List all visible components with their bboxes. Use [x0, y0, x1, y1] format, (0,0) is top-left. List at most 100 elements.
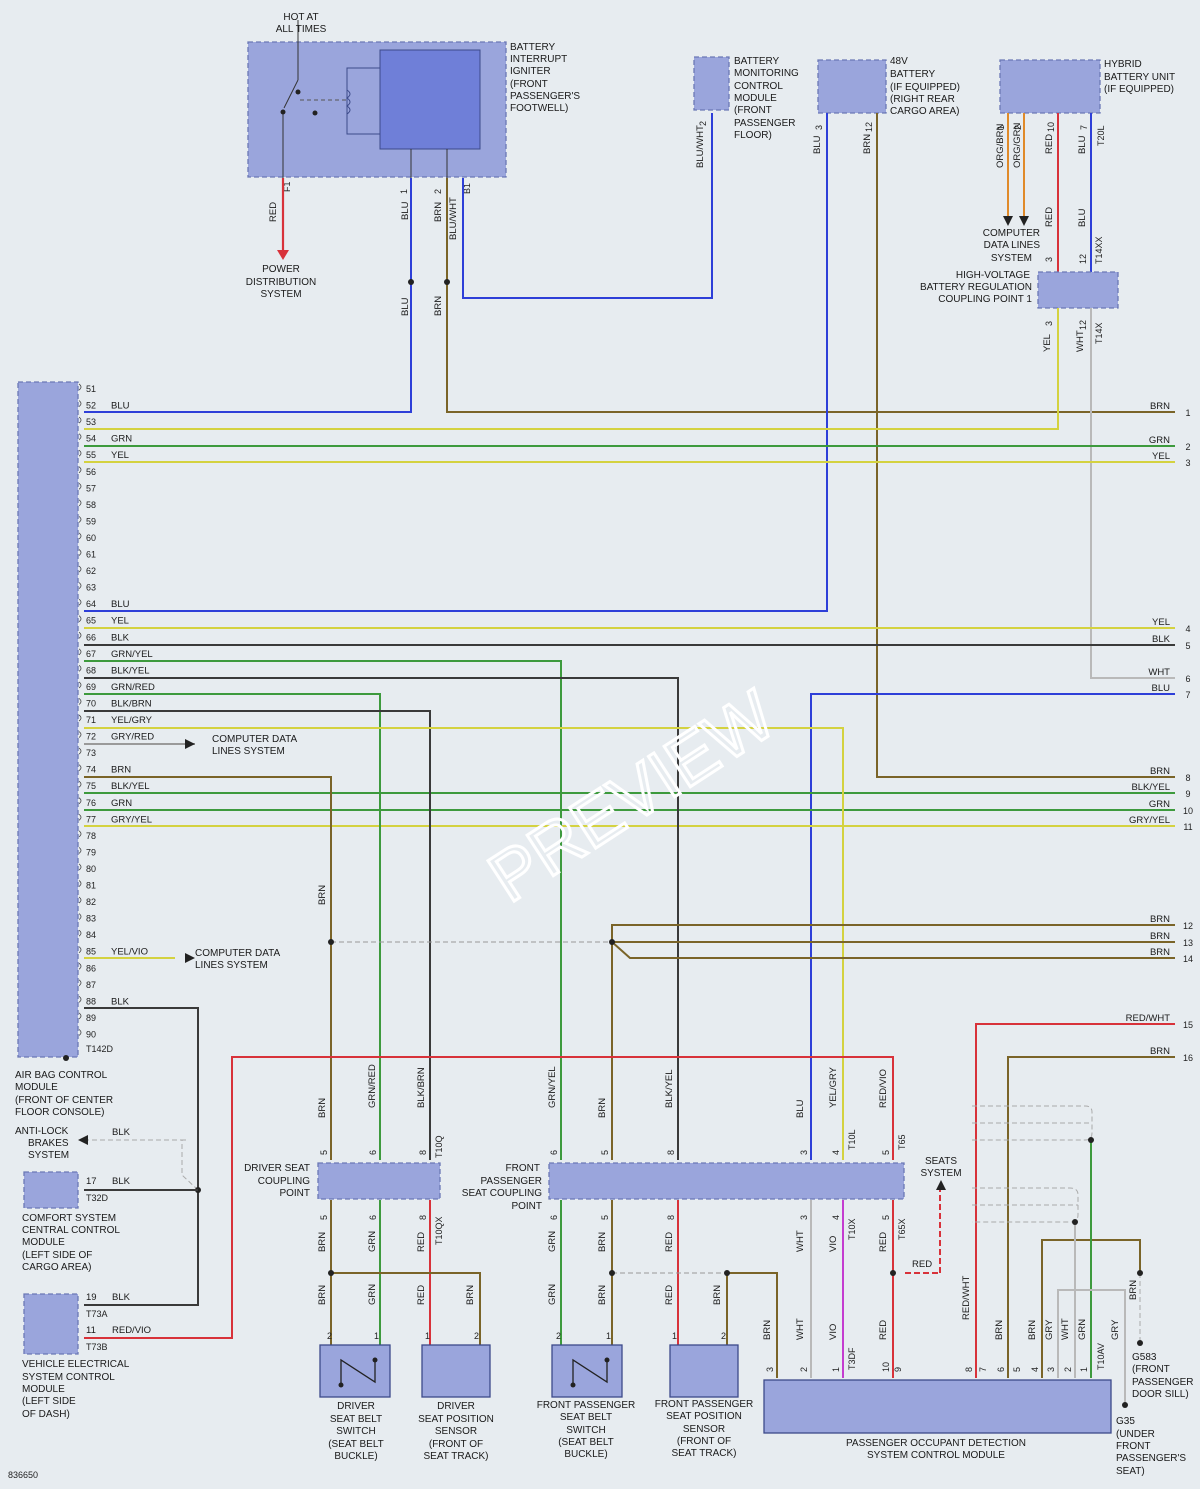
conn-t65x: T65X	[897, 1218, 907, 1240]
airbag-pin-76: 76	[86, 798, 96, 808]
wire-label: BLK/YEL	[664, 1069, 675, 1108]
airbag-wire-52: BLU	[111, 401, 130, 412]
airbag-wire-72: GRY/RED	[111, 732, 154, 743]
right-wire-label-8: BRN	[1150, 766, 1170, 777]
fp-seat-belt-switch	[551, 1344, 623, 1398]
conn-t14xx: T14XX	[1094, 236, 1104, 264]
right-edge-number-13: 13	[1183, 938, 1193, 948]
arrow-right-icon	[185, 953, 195, 963]
passenger-occupant-detection-module	[763, 1379, 1112, 1434]
airbag-pin-87: 87	[86, 980, 96, 990]
arrow-down-icon	[1019, 216, 1029, 226]
wire-label: BRN	[597, 1285, 608, 1305]
airbag-wire-70: BLK/BRN	[111, 698, 152, 709]
wire-label: BRN	[317, 1098, 328, 1118]
right-edge-number-3: 3	[1185, 458, 1190, 468]
inline-wire-label: RED	[912, 1259, 932, 1270]
svg-text:5: 5	[881, 1215, 891, 1220]
svg-text:6: 6	[368, 1215, 378, 1220]
conn-t10l: T10L	[847, 1129, 857, 1150]
right-wire-label-10: GRN	[1149, 799, 1170, 810]
wire-runs	[84, 113, 1175, 1405]
right-wire-label-15: RED/WHT	[1126, 1013, 1171, 1024]
wire-label: GRN	[1077, 1319, 1088, 1340]
right-edge-number-6: 6	[1185, 674, 1190, 684]
arrow-left-icon	[78, 1135, 88, 1145]
airbag-pin-56: 56	[86, 467, 96, 477]
svg-text:2: 2	[327, 1331, 332, 1341]
right-edge-number-2: 2	[1185, 442, 1190, 452]
wire-label: RED	[878, 1232, 889, 1252]
airbag-pin-88: 88	[86, 996, 96, 1006]
driver-seat-position-sensor	[421, 1344, 491, 1398]
svg-text:4: 4	[1030, 1367, 1040, 1372]
wire-label: VIO	[828, 1236, 839, 1252]
svg-text:1: 1	[831, 1367, 841, 1372]
svg-text:5: 5	[600, 1150, 610, 1155]
airbag-pin-69: 69	[86, 682, 96, 692]
svg-text:6: 6	[368, 1150, 378, 1155]
wire-label: BLU	[1077, 208, 1088, 227]
conn-b1: B1	[462, 183, 472, 194]
splice-points	[195, 279, 1143, 1408]
svg-text:4: 4	[831, 1150, 841, 1155]
svg-text:10: 10	[1046, 122, 1056, 132]
svg-text:9: 9	[893, 1367, 903, 1372]
airbag-pin-85: 85	[86, 947, 96, 957]
airbag-pin-65: 65	[86, 616, 96, 626]
airbag-pin-70: 70	[86, 698, 96, 708]
wire-label: BRN	[465, 1285, 476, 1305]
wire-label: GRY	[1044, 1319, 1055, 1340]
wire-label: YEL	[1042, 334, 1053, 352]
conn-t32d: T32D	[86, 1193, 109, 1203]
airbag-pin-61: 61	[86, 550, 96, 560]
svg-text:8: 8	[418, 1215, 428, 1220]
wire-label: BLU	[812, 135, 823, 154]
vehicle-electrical-module	[23, 1293, 79, 1355]
conn-t73a: T73A	[86, 1309, 108, 1319]
right-wire-label-2: GRN	[1149, 435, 1170, 446]
right-edge-number-8: 8	[1185, 773, 1190, 783]
wire-label: ORG/BRN	[995, 124, 1006, 168]
svg-text:1: 1	[425, 1331, 430, 1341]
conn-t20l: T20L	[1096, 125, 1106, 146]
wire-label: WHT	[795, 1230, 806, 1252]
right-edge-labels: BRN1GRN2YEL3YEL4BLK5WHT6BLU7BRN8BLK/YEL9…	[1126, 401, 1193, 1063]
svg-text:8: 8	[666, 1215, 676, 1220]
right-edge-number-10: 10	[1183, 806, 1193, 816]
wire-label: BLK/BRN	[416, 1067, 427, 1108]
airbag-pin-84: 84	[86, 930, 96, 940]
wire-label: VIO	[828, 1324, 839, 1340]
wire-label: RED	[1044, 134, 1055, 154]
conn-t10q: T10Q	[434, 1135, 444, 1158]
airbag-wire-64: BLU	[111, 599, 130, 610]
right-wire-label-3: YEL	[1152, 451, 1170, 462]
airbag-pin-81: 81	[86, 881, 96, 891]
right-edge-number-15: 15	[1183, 1020, 1193, 1030]
svg-text:5: 5	[881, 1150, 891, 1155]
right-edge-number-12: 12	[1183, 921, 1193, 931]
svg-text:3: 3	[799, 1150, 809, 1155]
airbag-wire-71: YEL/GRY	[111, 715, 153, 726]
wire-label: RED	[878, 1320, 889, 1340]
wire-label: RED/VIO	[878, 1069, 889, 1108]
diagram-id: 836650	[8, 1470, 38, 1480]
airbag-wire-55: YEL	[111, 450, 129, 461]
airbag-wire-76: GRN	[111, 798, 132, 809]
airbag-wire-88: BLK	[111, 996, 130, 1007]
airbag-pin-55: 55	[86, 450, 96, 460]
airbag-pin-79: 79	[86, 847, 96, 857]
wire-label: BRN	[317, 1232, 328, 1252]
right-wire-label-16: BRN	[1150, 1046, 1170, 1057]
wire-label: BRN	[762, 1320, 773, 1340]
